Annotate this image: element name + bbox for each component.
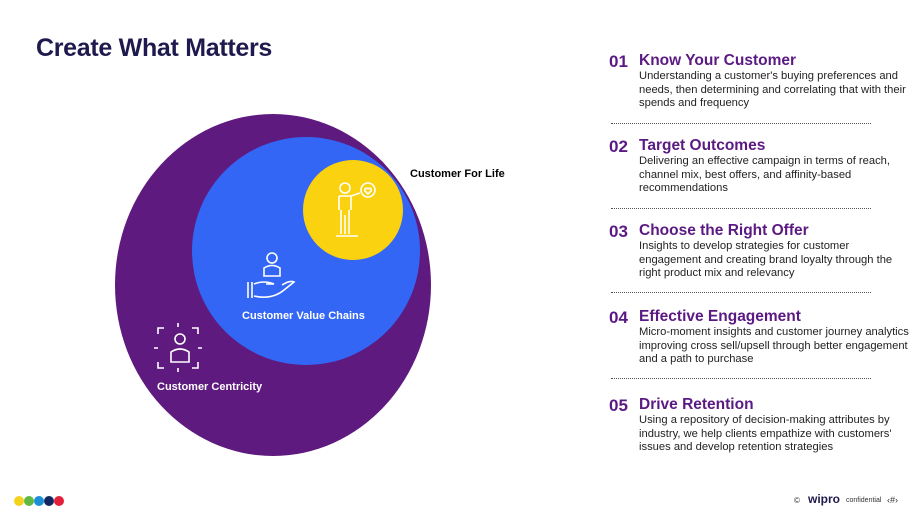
person-heart-icon xyxy=(336,182,376,237)
item-title: Drive Retention xyxy=(639,396,754,413)
divider xyxy=(611,123,871,124)
item-title: Choose the Right Offer xyxy=(639,222,809,239)
item-description: Delivering an effective campaign in term… xyxy=(639,155,891,195)
item-description: Understanding a customer's buying prefer… xyxy=(639,70,906,110)
wipro-logo: wipro xyxy=(808,492,840,506)
item-number: 01 xyxy=(609,52,628,71)
customer-for-life-circle xyxy=(303,160,403,260)
divider xyxy=(611,208,871,209)
item-number: 04 xyxy=(609,308,628,327)
customer-value-chains-label: Customer Value Chains xyxy=(242,310,365,322)
item-title: Target Outcomes xyxy=(639,137,766,154)
confidential-label: confidential xyxy=(846,497,882,504)
brand-dot-red xyxy=(54,496,64,506)
divider xyxy=(611,292,871,293)
customer-for-life-label: Customer For Life xyxy=(410,168,505,180)
copyright-symbol: © xyxy=(794,496,800,505)
customer-centricity-label: Customer Centricity xyxy=(157,381,263,393)
customer-value-chains-circle xyxy=(192,137,420,365)
brand-dot-navy xyxy=(44,496,54,506)
item-title: Know Your Customer xyxy=(639,52,797,69)
hand-person-icon xyxy=(247,252,296,298)
item-number: 03 xyxy=(609,222,628,241)
divider xyxy=(611,378,871,379)
item-number: 05 xyxy=(609,396,628,415)
page-number: ‹#› xyxy=(887,495,898,505)
item-number: 02 xyxy=(609,137,628,156)
item-description: Using a repository of decision-making at… xyxy=(639,414,892,454)
brand-dot-green xyxy=(24,496,34,506)
brand-dot-yellow xyxy=(14,496,24,506)
item-title: Effective Engagement xyxy=(639,308,801,325)
item-description: Insights to develop strategies for custo… xyxy=(639,240,893,280)
brand-dot-blue xyxy=(34,496,44,506)
focus-person-icon xyxy=(154,323,202,372)
item-description: Micro-moment insights and customer journ… xyxy=(639,326,909,366)
page-title: Create What Matters xyxy=(36,34,273,62)
